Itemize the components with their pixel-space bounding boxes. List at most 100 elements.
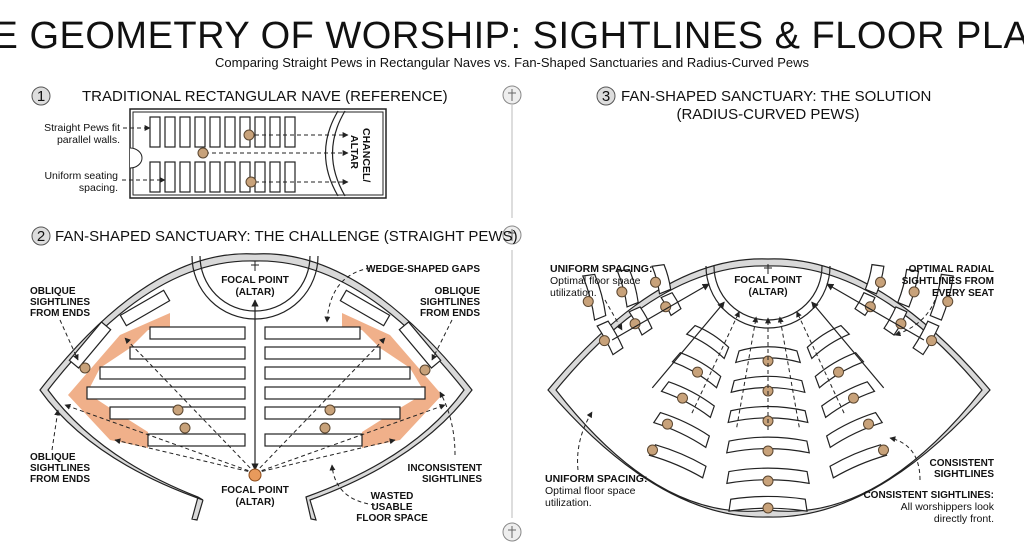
worshipper-icon [662,418,673,430]
worshipper-icon [874,276,886,288]
svg-text:All worshippers look: All worshippers look [901,501,995,513]
worshipper-icon [197,147,209,159]
pew [264,386,426,400]
section-3: 3 FAN-SHAPED SANCTUARY: THE SOLUTION (RA… [545,86,995,525]
sanctuary-wall [547,258,991,518]
pew [264,366,411,380]
pew [209,116,221,148]
curved-pew [912,320,940,356]
svg-text:WEDGE-SHAPED GAPS: WEDGE-SHAPED GAPS [366,264,480,275]
page-title: THE GEOMETRY OF WORSHIP: SIGHTLINES & FL… [0,15,1024,57]
cross-icon [502,522,522,542]
wedge-gap-left [68,313,170,448]
svg-text:CHANCEL/: CHANCEL/ [360,128,372,182]
curved-pew [929,273,954,321]
worshipper-icon [172,404,184,416]
pew [254,116,266,148]
svg-text:(ALTAR): (ALTAR) [748,287,787,298]
worshipper-icon [582,296,594,308]
svg-text:(RADIUS-CURVED PEWS): (RADIUS-CURVED PEWS) [676,106,859,123]
worshipper-icon [419,364,431,376]
curved-pew [897,268,920,308]
curved-pew [581,273,607,321]
svg-text:FROM ENDS: FROM ENDS [420,308,480,319]
sanctuary-wall [39,253,473,521]
pew [194,116,206,148]
svg-text:SIGHTLINES: SIGHTLINES [422,474,482,485]
cross-icon [502,85,522,105]
svg-text:FOCAL POINT: FOCAL POINT [221,485,289,496]
section-heading: FAN-SHAPED SANCTUARY: THE CHALLENGE (STR… [55,228,518,245]
pew [209,161,221,193]
worshipper-icon [647,444,658,456]
worshipper-icon [79,362,91,374]
angled-pew [398,321,442,369]
svg-text:SIGHTLINES FROM: SIGHTLINES FROM [902,276,994,287]
curved-pew [660,291,682,317]
focal-point-marker [248,468,262,482]
pew [239,161,251,193]
worshipper-icon [324,404,336,416]
pew [269,161,281,193]
worshipper-icon [692,366,703,378]
svg-text:OBLIQUE: OBLIQUE [30,452,76,463]
svg-text:parallel walls.: parallel walls. [57,134,120,146]
svg-text:utilization.: utilization. [545,497,592,509]
svg-text:CONSISTENT: CONSISTENT [930,458,994,469]
svg-text:CONSISTENT SIGHTLINES:: CONSISTENT SIGHTLINES: [863,490,994,501]
svg-text:Optimal floor space: Optimal floor space [545,485,636,497]
curved-pew [648,444,707,479]
oblique-sightline [254,403,446,474]
svg-text:SIGHTLINES: SIGHTLINES [30,297,90,308]
wedge-gap-right [342,313,442,448]
svg-text:utilization.: utilization. [550,287,597,299]
divider [502,85,522,542]
worshipper-icon [762,445,774,457]
cross-icon [502,225,522,245]
svg-text:Uniform seating: Uniform seating [44,170,118,182]
worshipper-icon [908,286,920,298]
worshipper-icon [650,276,662,288]
oblique-sightline [254,438,396,474]
svg-text:2: 2 [37,228,45,245]
curved-pew [660,381,715,419]
pew [179,161,191,193]
curved-pew [734,346,802,364]
svg-text:OPTIMAL RADIAL: OPTIMAL RADIAL [909,264,994,275]
pew [149,116,161,148]
pew [264,346,381,360]
oblique-sightline [254,337,386,474]
worshipper-icon [942,296,954,308]
section-1: 1 TRADITIONAL RECTANGULAR NAVE (REFERENC… [31,86,448,199]
radial-sightline [651,301,725,389]
worshipper-icon [762,502,774,514]
curved-pew [725,436,811,454]
radial-sightline [826,283,925,341]
pew [284,116,296,148]
svg-text:WASTED: WASTED [371,491,414,502]
page-subtitle: Comparing Straight Pews in Rectangular N… [215,55,809,70]
svg-text:FOCAL POINT: FOCAL POINT [734,275,802,286]
svg-text:EVERY SEAT: EVERY SEAT [932,288,994,299]
oblique-sightline [124,337,256,474]
svg-text:Optimal floor space: Optimal floor space [550,275,641,287]
svg-text:INCONSISTENT: INCONSISTENT [408,463,482,474]
svg-text:UNIFORM SPACING:: UNIFORM SPACING: [545,473,647,485]
worshipper-icon [833,366,844,378]
worshipper-icon [243,129,255,141]
pew [224,161,236,193]
curved-pews [581,263,954,514]
section-number: 1 [37,88,45,105]
curved-pew [806,324,851,360]
worshipper-icon [848,392,859,404]
pew [264,326,361,340]
curved-pew [685,324,730,360]
svg-text:(ALTAR): (ALTAR) [235,287,274,298]
svg-text:directly front.: directly front. [934,513,994,525]
svg-text:Straight Pews fit: Straight Pews fit [44,122,120,134]
pew [194,161,206,193]
radial-sightline [691,311,740,414]
curved-pew [628,306,653,336]
svg-text:FROM ENDS: FROM ENDS [30,308,90,319]
